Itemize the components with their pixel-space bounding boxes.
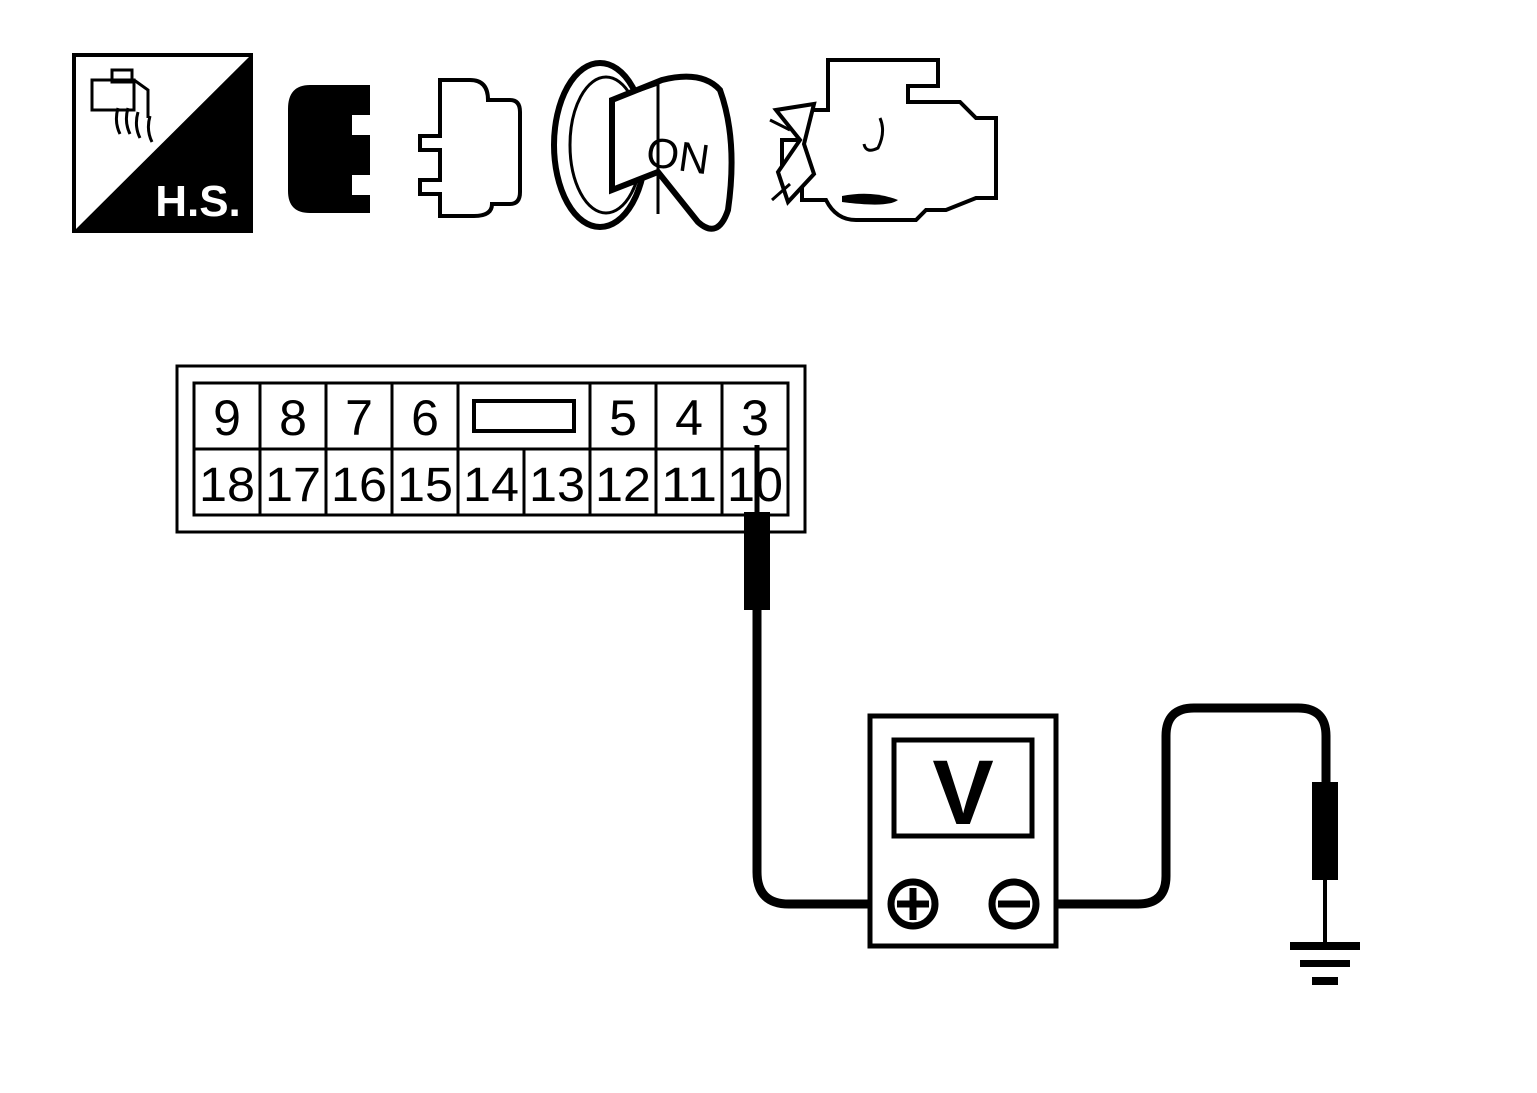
connector-pin-cell bbox=[588, 381, 658, 451]
connector-pin-cell bbox=[720, 381, 790, 451]
connector-pin-label: 6 bbox=[411, 390, 439, 446]
connector-pin-label: 15 bbox=[397, 459, 453, 512]
positive-terminal-icon bbox=[887, 878, 939, 930]
connector-pin-label: 5 bbox=[609, 390, 637, 446]
connector-pin-cell bbox=[258, 381, 328, 451]
ignition-key-label: ON bbox=[644, 128, 713, 183]
harness-icon: H.S. bbox=[72, 53, 253, 233]
connector-pin-cell bbox=[588, 447, 658, 517]
connector-disconnect-icon bbox=[288, 78, 522, 218]
positive-probe bbox=[744, 512, 770, 610]
connector-pin-label: 12 bbox=[595, 459, 651, 512]
connector-pin-label: 7 bbox=[345, 390, 373, 446]
connector-pin-label: 17 bbox=[265, 459, 321, 512]
connector-pin-label: 18 bbox=[199, 459, 255, 512]
test-leads bbox=[744, 445, 1338, 944]
connector-pin-label: 14 bbox=[463, 459, 519, 512]
ignition-key-icon: ON bbox=[551, 60, 735, 232]
voltmeter: V bbox=[867, 713, 1059, 949]
connector-pin-cell bbox=[654, 381, 724, 451]
voltmeter-display: V bbox=[932, 742, 993, 844]
connector-pin-label: 16 bbox=[331, 459, 387, 512]
ground-probe bbox=[1312, 782, 1338, 880]
connector-pin-label: 4 bbox=[675, 390, 703, 446]
harness-icon-label: H.S. bbox=[155, 177, 241, 226]
engine-stopped-icon bbox=[769, 58, 998, 222]
connector-pin-cell bbox=[522, 447, 592, 517]
connector-pin-label: 11 bbox=[661, 459, 717, 512]
negative-lead bbox=[1040, 703, 1331, 909]
negative-terminal-icon bbox=[988, 878, 1040, 930]
ground-symbol-icon bbox=[1290, 942, 1360, 985]
connector-pin-cell bbox=[192, 447, 262, 517]
connector-key-mark bbox=[472, 399, 576, 433]
connector-pin-label: 13 bbox=[529, 459, 585, 512]
connector-pin-label: 3 bbox=[741, 390, 769, 446]
connector-pin-label: 8 bbox=[279, 390, 307, 446]
positive-lead bbox=[752, 610, 880, 909]
connector-pin-label: 9 bbox=[213, 390, 241, 446]
